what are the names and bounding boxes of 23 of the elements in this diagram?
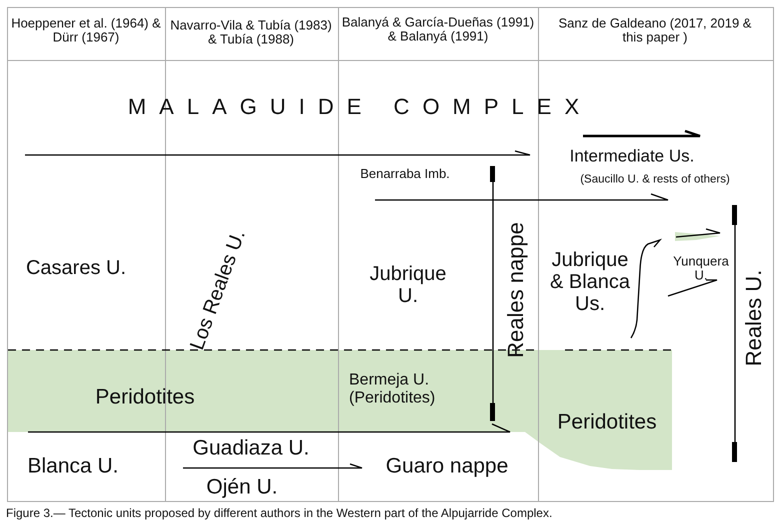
unit-label: Los Reales U. (186, 227, 250, 353)
unit-label: Ojén U. (206, 475, 278, 499)
unit-label: Bermeja U. (Peridotites) (349, 371, 436, 407)
caption: Figure 3.— Tectonic units proposed by different authors in the Western part of the Alpujarride Complex. (6, 507, 552, 520)
column-header: Navarro-Vila & Tubía (1983) & Tubía (1988) (169, 18, 333, 48)
unit-label: Intermediate Us. (570, 148, 694, 166)
unit-label: Blanca U. (27, 454, 119, 478)
column-header: Balanyá & García-Dueñas (1991) & Balanyá (1991) (340, 16, 536, 44)
complex-label: MALAGUIDE COMPLEX (128, 94, 592, 120)
unit-label: Benarraba Imb. (360, 166, 450, 182)
unit-label: Casares U. (26, 257, 126, 279)
unit-label: Peridotites (557, 410, 657, 434)
unit-label: Yunquera U. (672, 254, 730, 284)
unit-label: Peridotites (95, 385, 195, 409)
unit-label: Jubrique & Blanca Us. (548, 249, 632, 315)
unit-label: Reales U. (742, 270, 766, 366)
unit-label: Reales nappe (504, 222, 528, 358)
unit-note: (Saucillo U. & rests of others) (580, 174, 730, 186)
unit-label: Jubrique U. (368, 263, 448, 307)
column-header: Hoeppener et al. (1964) & Dürr (1967) (11, 16, 161, 46)
column-header: Sanz de Galdeano (2017, 2019 & this paper ) (558, 16, 752, 46)
unit-label: Guaro nappe (386, 454, 508, 478)
unit-label: Guadiaza U. (192, 436, 310, 460)
